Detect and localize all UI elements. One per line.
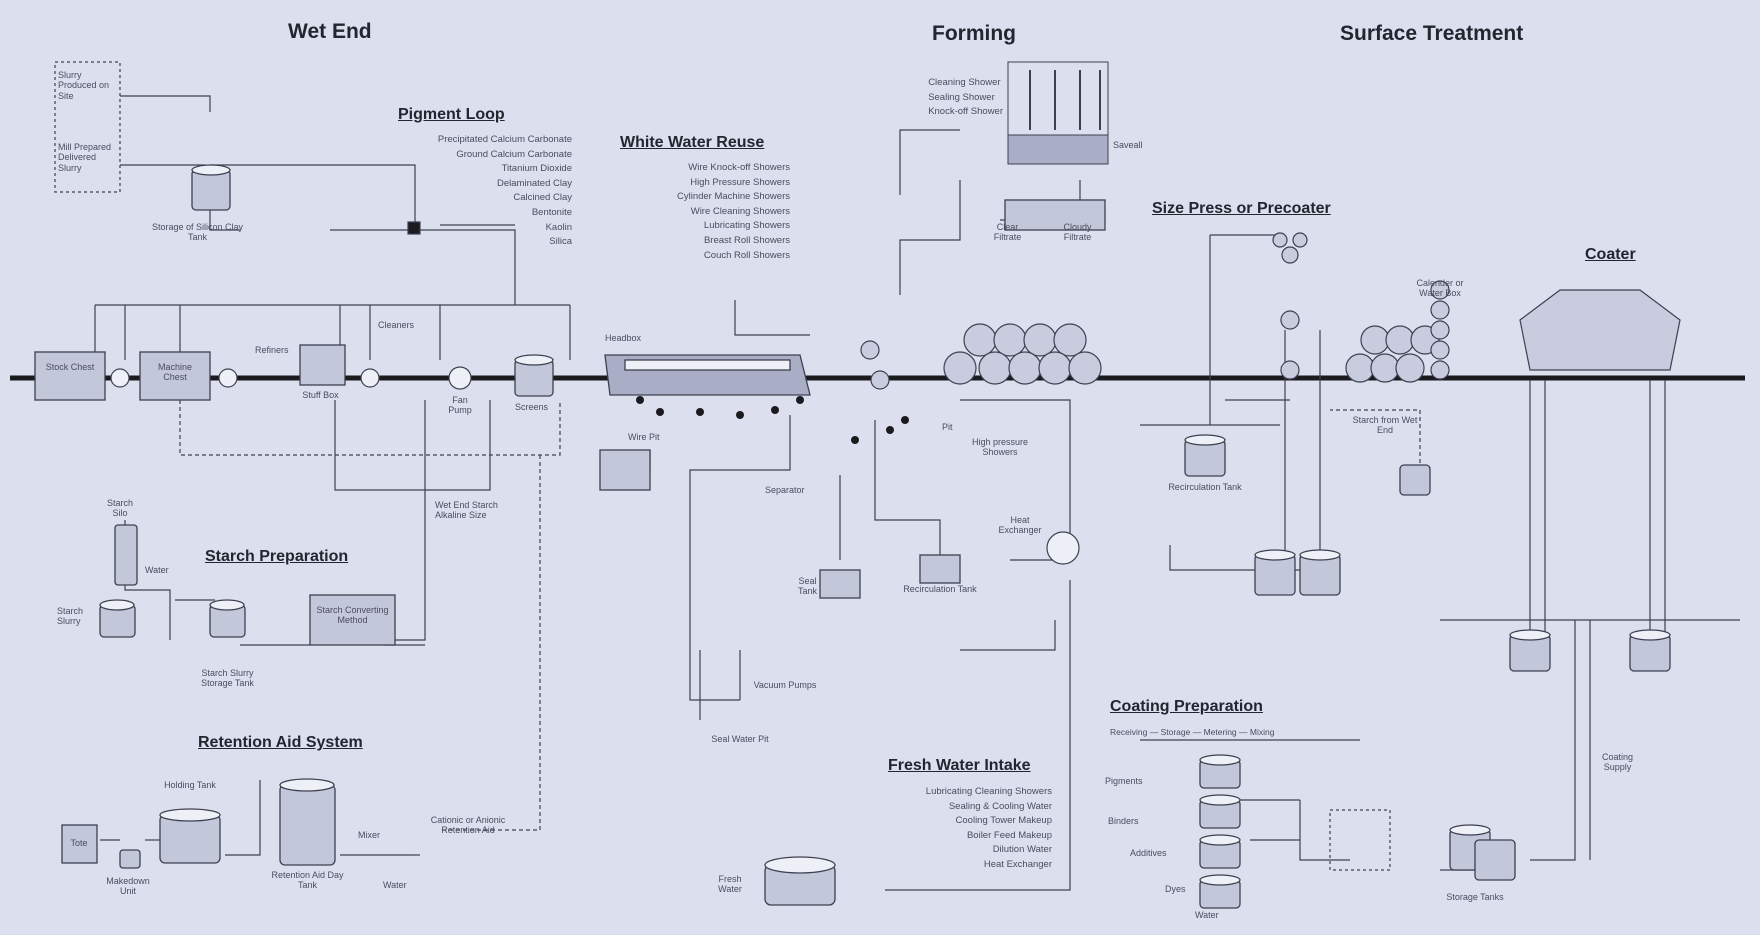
- fresh-water-item: Heat Exchanger: [983, 858, 1052, 870]
- pigment-item: Calcined Clay: [513, 192, 572, 204]
- fresh-water-item: Sealing & Cooling Water: [948, 800, 1052, 812]
- white-water-item: Couch Roll Showers: [703, 249, 790, 261]
- label-coating-supply: Coating Supply: [1601, 752, 1634, 773]
- pigment-item: Bentonite: [531, 206, 572, 218]
- flow-step: Metering: [1203, 727, 1237, 737]
- fresh-water-item: Cooling Tower Makeup: [955, 815, 1052, 827]
- pigment-item: Delaminated Clay: [497, 177, 572, 189]
- label-recirculation-tank: Recirculation Tank: [903, 584, 977, 594]
- label-cloudy-filtrate: Cloudy Filtrate: [1063, 222, 1092, 243]
- heading-pigment-loop: Pigment Loop: [398, 106, 505, 123]
- label-pit: Pit: [942, 422, 953, 432]
- flow-step: Receiving: [1110, 727, 1148, 737]
- label-storage-tanks: Storage Tanks: [1446, 892, 1504, 902]
- label-retention-day-tank: Retention Aid Day Tank: [271, 870, 344, 891]
- flow-step: Storage: [1160, 727, 1191, 737]
- coating-prep-flow: Receiving — Storage — Metering — Mixing: [1110, 727, 1275, 737]
- pigment-item: Ground Calcium Carbonate: [456, 148, 572, 160]
- heading-white-water-reuse: White Water Reuse: [620, 134, 765, 151]
- pigment-item: Titanium Dioxide: [501, 163, 572, 175]
- heading-starch-preparation: Starch Preparation: [205, 548, 349, 565]
- label-makedown-unit: Makedown Unit: [106, 876, 150, 897]
- heading-retention-aid: Retention Aid System: [198, 734, 363, 751]
- slurry-box: [54, 61, 121, 193]
- label-seal-water-pit: Seal Water Pit: [711, 734, 769, 744]
- heading-coater: Coater: [1585, 246, 1636, 263]
- label-calender: Calender or Water Box: [1416, 278, 1464, 299]
- label-heat-exchanger: Heat Exchanger: [998, 515, 1042, 536]
- white-water-item: Cylinder Machine Showers: [677, 191, 790, 203]
- shower-item: Cleaning Shower: [928, 77, 1001, 88]
- label-starch-silo: Starch Silo: [106, 498, 133, 519]
- section-forming: Forming: [932, 22, 1016, 45]
- fresh-water-item: Lubricating Cleaning Showers: [925, 786, 1052, 797]
- label-wire-pit: Wire Pit: [628, 432, 660, 442]
- label-saveall: Saveall: [1113, 140, 1143, 150]
- white-water-item: Lubricating Showers: [703, 220, 790, 232]
- label-stock-chest: Stock Chest: [45, 362, 95, 372]
- label-stuff-box: Stuff Box: [302, 390, 339, 400]
- white-water-item: Wire Knock-off Showers: [688, 162, 790, 173]
- white-water-item: Wire Cleaning Showers: [690, 205, 790, 217]
- label-water2: Water: [383, 880, 407, 890]
- label-headbox: Headbox: [605, 333, 642, 343]
- label-separator: Separator: [765, 485, 805, 495]
- fresh-water-item: Dilution Water: [992, 844, 1052, 856]
- pigment-item: Kaolin: [545, 221, 572, 233]
- label-starch-converting: Starch Converting Method: [316, 605, 389, 626]
- label-fresh-water: Fresh Water: [718, 874, 742, 895]
- label-wet-end-starch: Wet End Starch Alkaline Size: [435, 500, 498, 521]
- label-mill-delivered: Mill Prepared Delivered Slurry: [58, 142, 112, 173]
- section-wet-end: Wet End: [288, 20, 372, 43]
- label-starch-wet-end: Starch from Wet End: [1352, 415, 1418, 436]
- label-pigments: Pigments: [1105, 776, 1143, 786]
- label-cationic-retention: Cationic or Anionic Retention Aid: [430, 815, 506, 836]
- section-surface-treatment: Surface Treatment: [1340, 22, 1524, 45]
- heading-coating-preparation: Coating Preparation: [1110, 698, 1263, 715]
- fresh-water-item: Boiler Feed Makeup: [966, 829, 1052, 841]
- white-water-list: Wire Knock-off Showers High Pressure Sho…: [677, 161, 790, 263]
- label-starch-storage: Starch Slurry Storage Tank: [201, 668, 254, 689]
- label-water3: Water: [1195, 910, 1219, 920]
- label-mixer: Mixer: [358, 830, 380, 840]
- shower-item: Knock-off Shower: [928, 106, 1003, 118]
- label-recirculation-tank2: Recirculation Tank: [1168, 482, 1242, 492]
- label-binders: Binders: [1108, 816, 1139, 826]
- label-screens: Screens: [515, 402, 549, 412]
- label-fan-pump: Fan Pump: [448, 395, 472, 416]
- label-clear-filtrate: Clear Filtrate: [993, 222, 1022, 243]
- label-seal-tank: Seal Tank: [797, 576, 817, 597]
- pigment-item: Silica: [549, 236, 572, 248]
- label-hp-showers: High pressure Showers: [971, 437, 1029, 458]
- forming-showers-list: Cleaning Shower Sealing Shower Knock-off…: [928, 76, 1003, 120]
- label-starch-slurry: Starch Slurry: [57, 606, 84, 627]
- shower-item: Sealing Shower: [928, 91, 995, 103]
- label-tote: Tote: [70, 838, 88, 848]
- white-water-item: High Pressure Showers: [690, 176, 790, 188]
- label-dyes: Dyes: [1165, 884, 1186, 894]
- pigment-item: Precipitated Calcium Carbonate: [437, 134, 572, 145]
- label-refiners: Refiners: [255, 345, 289, 355]
- label-machine-chest: Machine Chest: [157, 362, 193, 383]
- label-holding-tank: Holding Tank: [164, 780, 216, 790]
- label-storage-tank: Storage of Silicon Clay Tank: [151, 222, 244, 243]
- flow-step: Mixing: [1249, 727, 1275, 737]
- label-water: Water: [145, 565, 169, 575]
- label-vacuum-pumps: Vacuum Pumps: [753, 680, 817, 690]
- label-cleaners: Cleaners: [378, 320, 415, 330]
- heading-fresh-water-intake: Fresh Water Intake: [888, 757, 1031, 774]
- label-slurry-on-site: Slurry Produced on Site: [58, 70, 110, 101]
- heading-size-press: Size Press or Precoater: [1152, 200, 1331, 217]
- fresh-water-list: Lubricating Cleaning Showers Sealing & C…: [926, 785, 1052, 873]
- label-additives: Additives: [1130, 848, 1167, 858]
- pigment-list: Precipitated Calcium Carbonate Ground Ca…: [438, 133, 572, 250]
- white-water-item: Breast Roll Showers: [703, 234, 790, 246]
